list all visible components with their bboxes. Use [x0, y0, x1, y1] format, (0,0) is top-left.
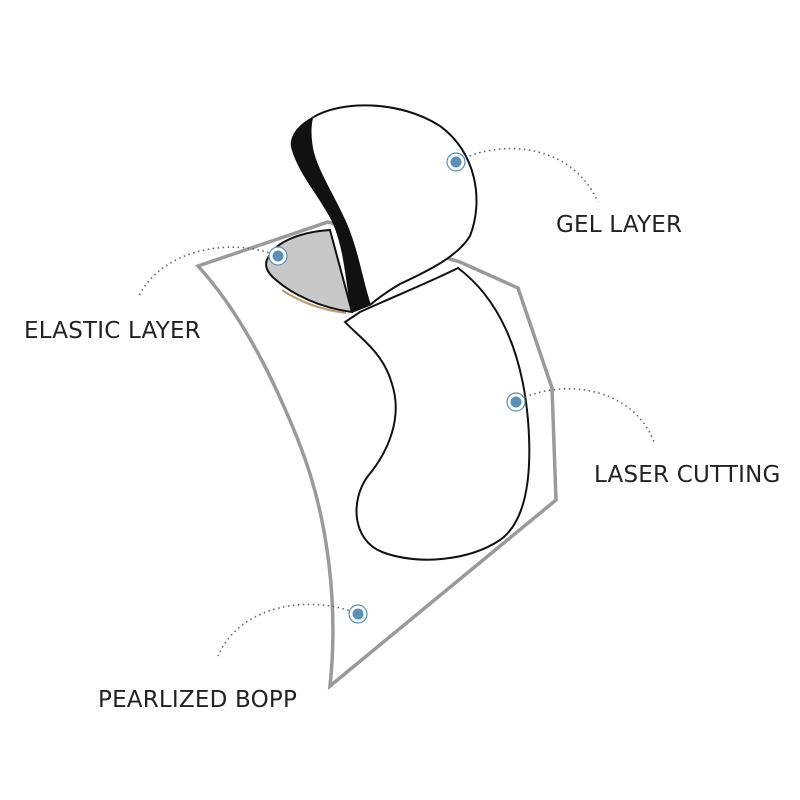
pearlized-bopp-marker-icon [348, 604, 368, 624]
laser-cutting-marker-icon [506, 392, 526, 412]
pearlized-bopp-leader-line [217, 603, 359, 657]
gel-layer-marker-icon [446, 152, 466, 172]
elastic-layer-marker-icon [268, 246, 288, 266]
laser-cutting-label: LASER CUTTING [594, 462, 781, 488]
elastic-layer-shape [265, 228, 354, 314]
gel-layer-label: GEL LAYER [556, 212, 683, 238]
elastic-layer-leader-line [137, 246, 279, 299]
gel-layer-shape [309, 104, 478, 306]
laser-cutting-outline [343, 266, 531, 561]
elastic-layer-label: ELASTIC LAYER [24, 318, 201, 344]
elastic-layer-edge [281, 289, 347, 314]
laser-cutting-leader-line [515, 387, 655, 443]
pearlized-bopp-label: PEARLIZED BOPP [98, 687, 298, 713]
